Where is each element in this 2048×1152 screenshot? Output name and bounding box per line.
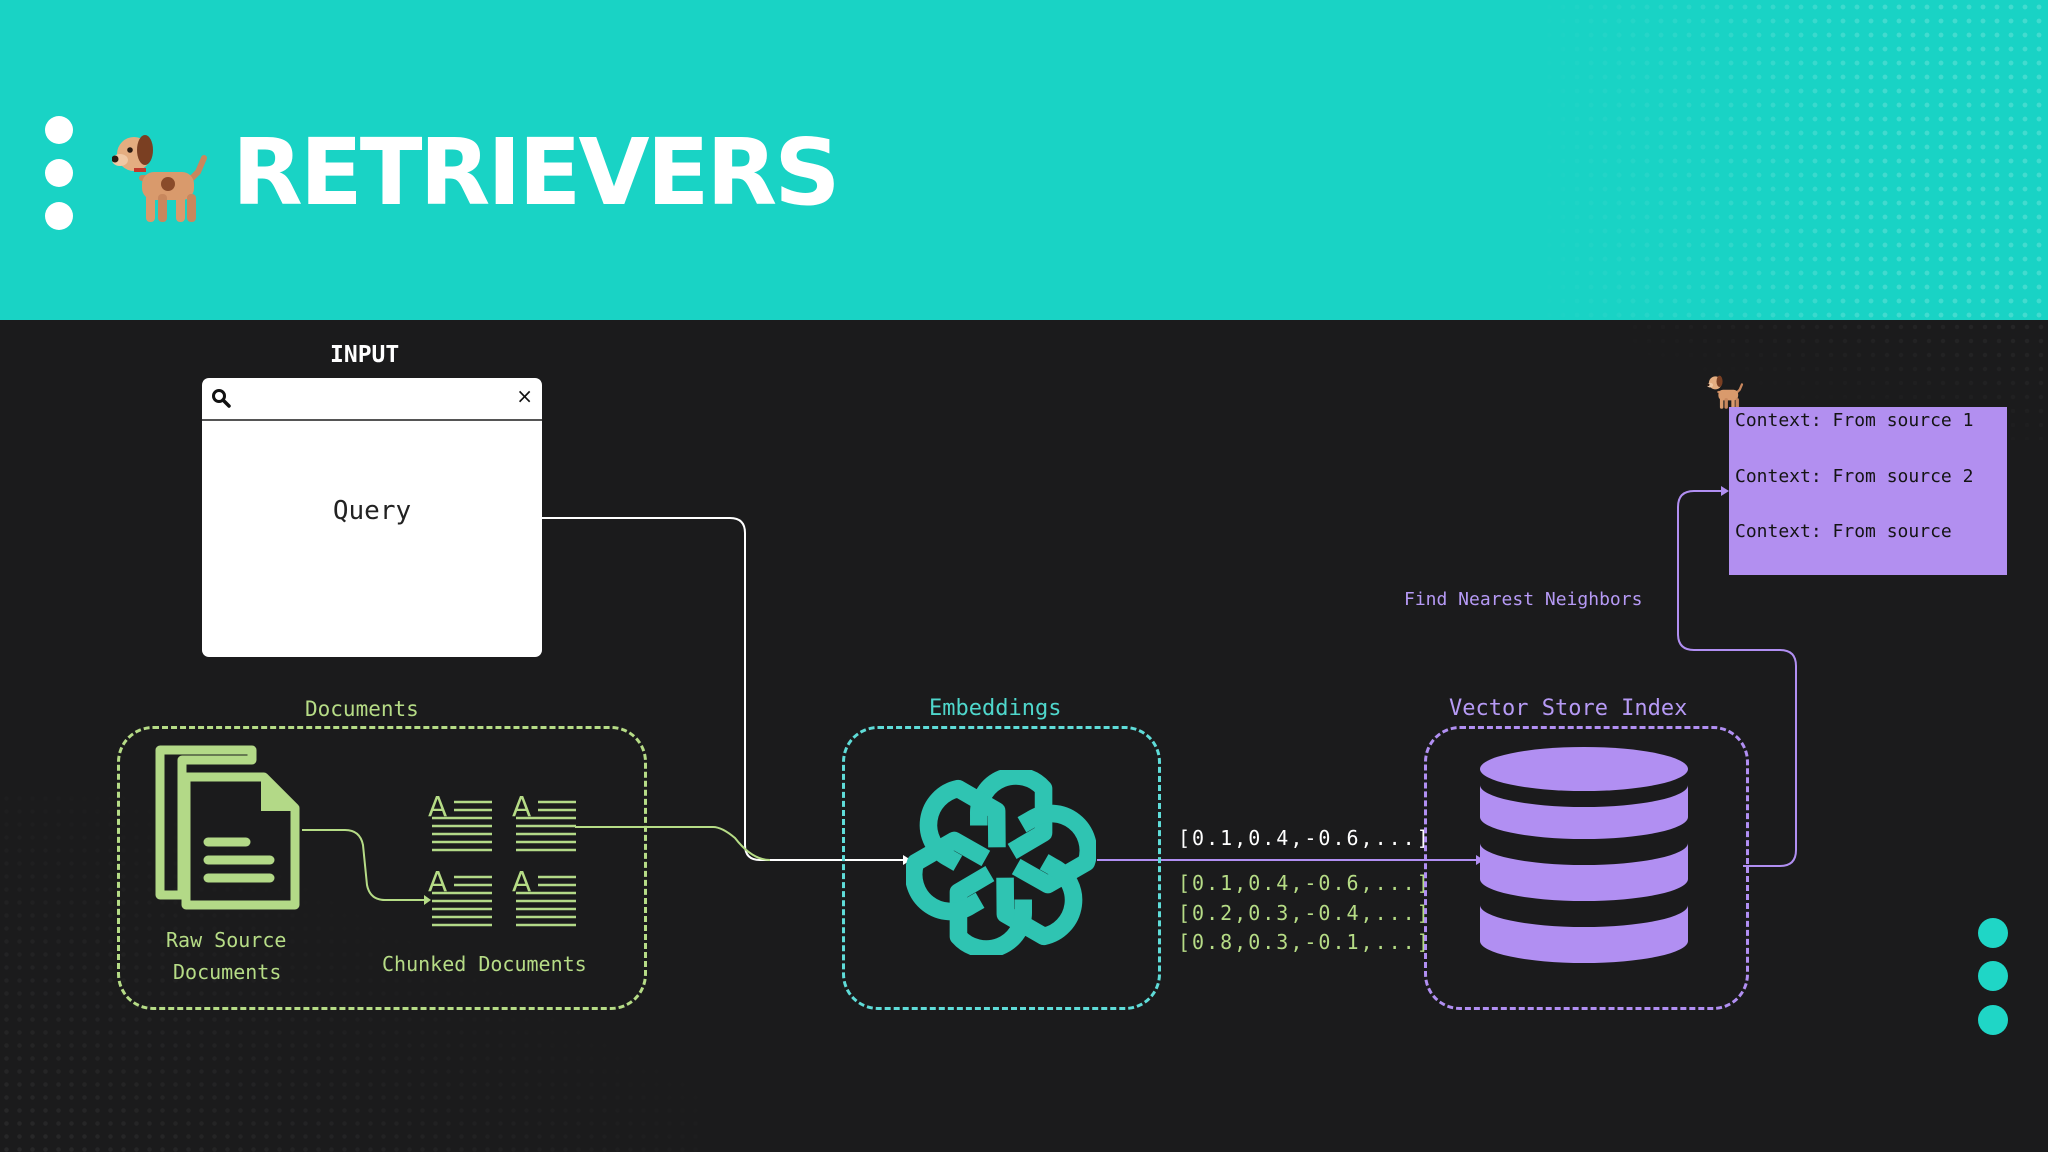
retrieved-context-panel: Context: From source 1 Context: From sou…: [1729, 407, 2007, 575]
dog-icon: [112, 135, 207, 222]
documents-group: [117, 726, 647, 1010]
raw-docs-label-line1: Raw Source: [166, 928, 287, 952]
doc-vector: [0.8,0.3,-0.1,...]: [1178, 930, 1431, 954]
chunk-letter: A: [512, 865, 532, 898]
query-connector: [542, 517, 903, 861]
embeddings-label: Embeddings: [929, 696, 1062, 721]
input-title: INPUT: [330, 342, 400, 368]
chunk-letter: A: [428, 865, 448, 898]
search-bar[interactable]: ×: [202, 378, 542, 421]
chunks-connector: [575, 826, 771, 861]
chunk-lines: [432, 800, 576, 927]
query-text: Query: [332, 496, 412, 526]
close-icon[interactable]: ×: [516, 384, 533, 408]
menu-dot: [45, 159, 73, 187]
nav-dot: [1978, 1005, 2008, 1035]
retrieval-connector: [1677, 490, 1797, 867]
vector-store-label: Vector Store Index: [1449, 696, 1688, 721]
nav-dot: [1978, 918, 2008, 948]
nav-dot: [1978, 961, 2008, 991]
doc-vector: [0.2,0.3,-0.4,...]: [1178, 901, 1431, 925]
context-line: Context: From source 1: [1735, 410, 1974, 431]
chunked-docs-label: Chunked Documents: [382, 952, 587, 976]
menu-dot: [45, 202, 73, 230]
dog-icon: [1706, 375, 1744, 409]
context-line: Context: From source: [1735, 521, 1952, 542]
nearest-neighbors-label: Find Nearest Neighbors: [1404, 589, 1643, 610]
vector-store-group: [1424, 726, 1749, 1010]
query-input-window[interactable]: × Query: [202, 378, 542, 657]
raw-docs-label-line2: Documents: [173, 960, 282, 984]
doc-vector: [0.1,0.4,-0.6,...]: [1178, 871, 1431, 895]
page-title: RETRIEVERS: [232, 119, 841, 226]
menu-dot: [45, 116, 73, 144]
document-icon: [155, 745, 300, 910]
search-icon: [212, 389, 231, 408]
chunk-letter: A: [512, 790, 532, 823]
dot-pattern-decoration: [1528, 0, 2048, 320]
documents-label: Documents: [305, 697, 419, 721]
chunk-letter: A: [428, 790, 448, 823]
openai-logo-icon: [906, 770, 1096, 955]
query-vector: [0.1,0.4,-0.6,...]: [1178, 826, 1431, 850]
context-line: Context: From source 2: [1735, 466, 1974, 487]
header-banner: RETRIEVERS: [0, 0, 2048, 320]
embeddings-group: [842, 726, 1161, 1010]
dot-pattern-decoration: [0, 792, 700, 1152]
database-icon: [1480, 747, 1688, 963]
raw-to-chunk-connector: [302, 829, 427, 901]
